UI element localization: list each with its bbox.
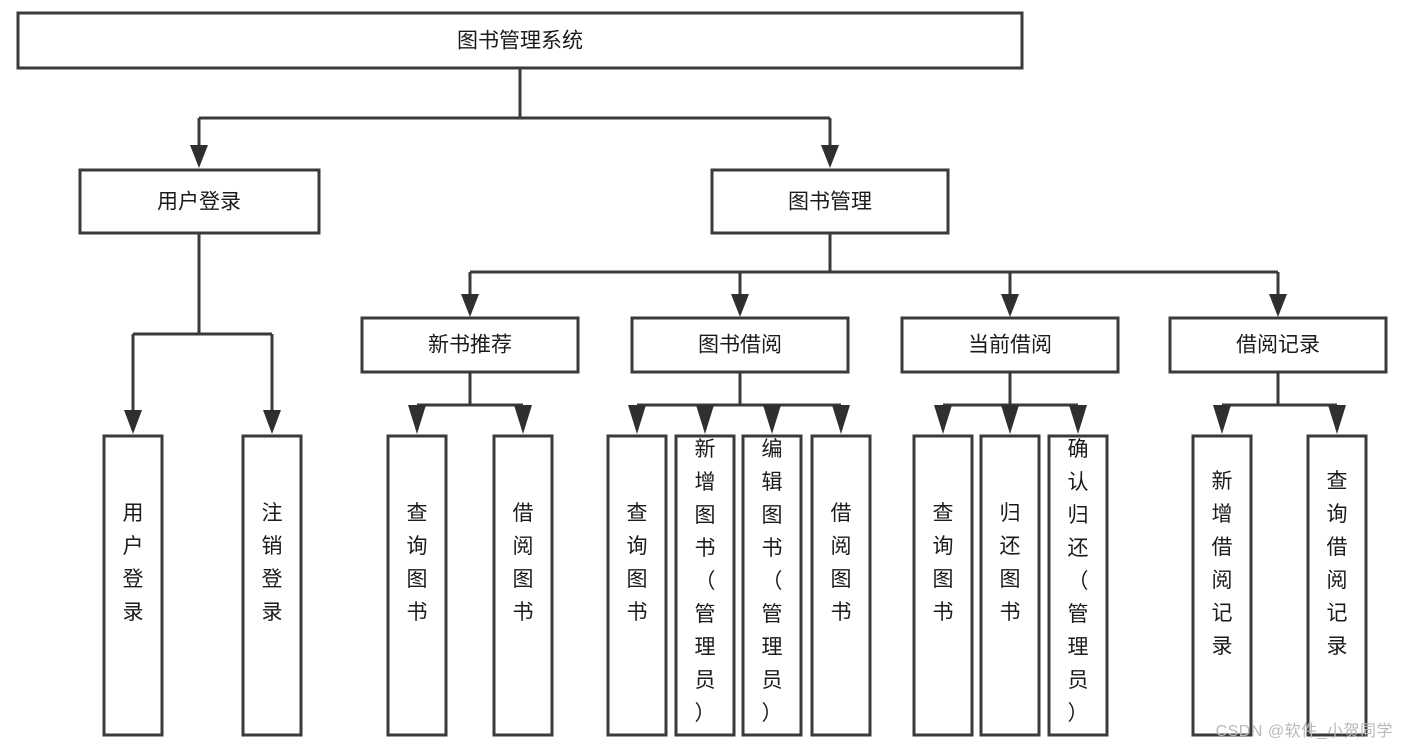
leaf-borrow-add-book-label: 新增图书（管理员） — [695, 438, 716, 725]
leaf-records-query[interactable]: 查询借阅记录 — [1306, 434, 1368, 737]
arrow-records-leaf-2 — [1328, 405, 1346, 434]
arrow-book-mgmt-to-records — [1269, 294, 1287, 317]
leaf-records-add[interactable]: 新增借阅记录 — [1191, 434, 1253, 737]
node-new-book-recommend-label: 新书推荐 — [428, 334, 512, 357]
leaf-borrow-edit-book-label: 编辑图书（管理员） — [762, 438, 783, 725]
arrow-book-mgmt-to-current — [1001, 294, 1019, 317]
leaf-records-query-label: 查询借阅记录 — [1327, 470, 1348, 658]
node-book-borrow[interactable]: 图书借阅 — [630, 316, 850, 374]
connector-group-new-books — [408, 372, 532, 434]
connector-group-book-mgmt — [461, 233, 1287, 317]
csdn-watermark: CSDN @软件_小贺同学 — [1215, 723, 1393, 740]
leaf-new-books-borrow[interactable]: 借阅图书 — [492, 434, 554, 737]
leaf-current-query-box[interactable] — [912, 434, 974, 737]
node-book-borrow-label: 图书借阅 — [698, 334, 782, 357]
node-book-borrow-box[interactable] — [630, 316, 850, 374]
connector-group-current — [934, 372, 1087, 434]
leaf-borrow-query[interactable]: 查询图书 — [606, 434, 668, 737]
leaf-borrow-add-book-box[interactable] — [674, 434, 736, 737]
arrow-current-leaf-1 — [934, 405, 952, 434]
node-user-login-label: 用户登录 — [157, 191, 241, 214]
connector-group-root — [190, 68, 839, 168]
arrow-book-mgmt-to-new-books — [461, 294, 479, 317]
leaf-new-books-query[interactable]: 查询图书 — [386, 434, 448, 737]
arrow-book-mgmt-to-borrow — [731, 294, 749, 317]
arrow-borrow-leaf-4 — [832, 405, 850, 434]
node-borrow-records-label: 借阅记录 — [1236, 334, 1320, 357]
leaf-records-query-box[interactable] — [1306, 434, 1368, 737]
arrow-root-to-user-login — [190, 145, 208, 168]
leaf-borrow-borrow-book-box[interactable] — [810, 434, 872, 737]
leaf-borrow-borrow-book-label: 借阅图书 — [831, 502, 852, 624]
leaf-current-confirm-return-label: 确认归还（管理员） — [1068, 438, 1089, 725]
arrow-borrow-leaf-3 — [763, 405, 781, 434]
leaf-records-add-label: 新增借阅记录 — [1212, 470, 1233, 658]
leaf-user-login-signin-box[interactable] — [102, 434, 164, 737]
node-root-system-box[interactable] — [16, 11, 1024, 70]
arrow-user-login-leaf-2 — [263, 410, 281, 434]
leaf-user-login-signout[interactable]: 注销登录 — [241, 434, 303, 737]
leaf-current-query-label: 查询图书 — [933, 502, 954, 624]
leaf-records-add-box[interactable] — [1191, 434, 1253, 737]
leaf-borrow-edit-book-box[interactable] — [741, 434, 803, 737]
node-current-borrow-box[interactable] — [900, 316, 1120, 374]
connector-group-user-login — [124, 233, 281, 434]
leaf-borrow-add-book[interactable]: 新增图书（管理员） — [674, 434, 736, 737]
leaf-borrow-borrow-book[interactable]: 借阅图书 — [810, 434, 872, 737]
arrow-root-to-book-mgmt — [821, 145, 839, 168]
arrow-new-books-leaf-2 — [514, 405, 532, 434]
arrow-new-books-leaf-1 — [408, 405, 426, 434]
leaf-new-books-query-label: 查询图书 — [407, 502, 428, 624]
node-root-system[interactable]: 图书管理系统 — [16, 11, 1024, 70]
node-book-management[interactable]: 图书管理 — [710, 168, 950, 235]
node-borrow-records[interactable]: 借阅记录 — [1168, 316, 1388, 374]
node-user-login-box[interactable] — [78, 168, 321, 235]
node-user-login[interactable]: 用户登录 — [78, 168, 321, 235]
leaf-current-return-box[interactable] — [979, 434, 1041, 737]
leaf-user-login-signout-box[interactable] — [241, 434, 303, 737]
arrow-borrow-leaf-2 — [696, 405, 714, 434]
node-current-borrow[interactable]: 当前借阅 — [900, 316, 1120, 374]
arrow-current-leaf-2 — [1001, 405, 1019, 434]
leaf-current-return-label: 归还图书 — [1000, 502, 1021, 624]
leaf-current-return[interactable]: 归还图书 — [979, 434, 1041, 737]
leaf-user-login-signin-label: 用户登录 — [123, 502, 144, 624]
connector-group-borrow — [628, 372, 850, 434]
leaf-borrow-query-label: 查询图书 — [627, 502, 648, 624]
leaf-borrow-edit-book[interactable]: 编辑图书（管理员） — [741, 434, 803, 737]
leaf-new-books-query-box[interactable] — [386, 434, 448, 737]
node-borrow-records-box[interactable] — [1168, 316, 1388, 374]
leaf-borrow-query-box[interactable] — [606, 434, 668, 737]
node-root-system-label: 图书管理系统 — [457, 30, 583, 53]
leaf-new-books-borrow-label: 借阅图书 — [513, 502, 534, 624]
leaf-new-books-borrow-box[interactable] — [492, 434, 554, 737]
leaf-current-confirm-return-box[interactable] — [1047, 434, 1109, 737]
node-current-borrow-label: 当前借阅 — [968, 334, 1052, 357]
node-book-management-label: 图书管理 — [788, 191, 872, 214]
node-new-book-recommend-box[interactable] — [360, 316, 580, 374]
node-book-management-box[interactable] — [710, 168, 950, 235]
arrow-records-leaf-1 — [1213, 405, 1231, 434]
leaf-user-login-signin[interactable]: 用户登录 — [102, 434, 164, 737]
arrow-current-leaf-3 — [1069, 405, 1087, 434]
node-new-book-recommend[interactable]: 新书推荐 — [360, 316, 580, 374]
arrow-borrow-leaf-1 — [628, 405, 646, 434]
leaf-current-query[interactable]: 查询图书 — [912, 434, 974, 737]
leaf-user-login-signout-label: 注销登录 — [262, 502, 283, 624]
leaf-current-confirm-return[interactable]: 确认归还（管理员） — [1047, 434, 1109, 737]
connector-group-records — [1213, 372, 1346, 434]
arrow-user-login-leaf-1 — [124, 410, 142, 434]
